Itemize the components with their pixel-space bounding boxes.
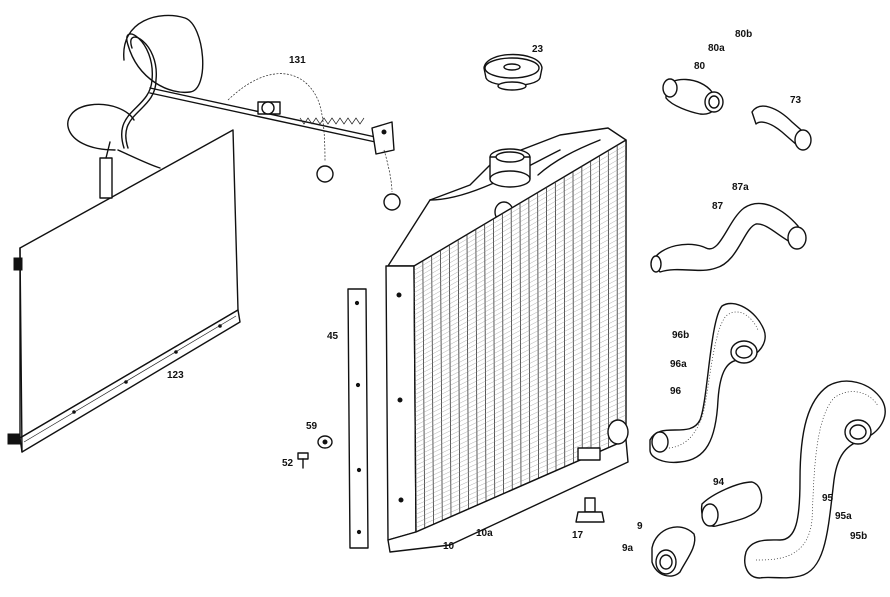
hose-96-icon <box>650 303 765 462</box>
callout-87a: 87a <box>732 182 749 193</box>
callout-96b: 96b <box>672 330 689 341</box>
callout-59: 59 <box>306 421 317 432</box>
hose-73-icon <box>752 106 811 150</box>
callout-17: 17 <box>572 530 583 541</box>
callout-95b: 95b <box>850 531 867 542</box>
callout-10a: 10a <box>476 528 493 539</box>
callout-23: 23 <box>532 44 543 55</box>
callout-10: 10 <box>443 541 454 552</box>
callout-95a: 95a <box>835 511 852 522</box>
seal-strip-icon <box>348 289 368 548</box>
washer-icon <box>318 436 332 448</box>
callout-123: 123 <box>167 370 184 381</box>
callout-94: 94 <box>713 477 724 488</box>
callout-131: 131 <box>289 55 306 66</box>
hose-94-icon <box>702 482 762 526</box>
drain-tap-icon <box>576 498 604 522</box>
callout-9: 9 <box>637 521 643 532</box>
radiator-shutter-icon <box>8 130 240 452</box>
thermostat-housing-icon <box>663 79 723 114</box>
callout-96a: 96a <box>670 359 687 370</box>
callout-52: 52 <box>282 458 293 469</box>
callout-80b: 80b <box>735 29 752 40</box>
callout-9a: 9a <box>622 543 633 554</box>
callout-73: 73 <box>790 95 801 106</box>
hose-9-icon <box>652 527 695 576</box>
callout-87: 87 <box>712 201 723 212</box>
filler-cap-icon <box>484 55 542 91</box>
callout-45: 45 <box>327 331 338 342</box>
callout-80: 80 <box>694 61 705 72</box>
callout-96: 96 <box>670 386 681 397</box>
bolt-icon <box>298 453 308 468</box>
hose-87-icon <box>651 203 806 272</box>
callout-80a: 80a <box>708 43 725 54</box>
radiator-icon <box>386 128 628 552</box>
callout-95: 95 <box>822 493 833 504</box>
hose-95-icon <box>745 381 885 578</box>
